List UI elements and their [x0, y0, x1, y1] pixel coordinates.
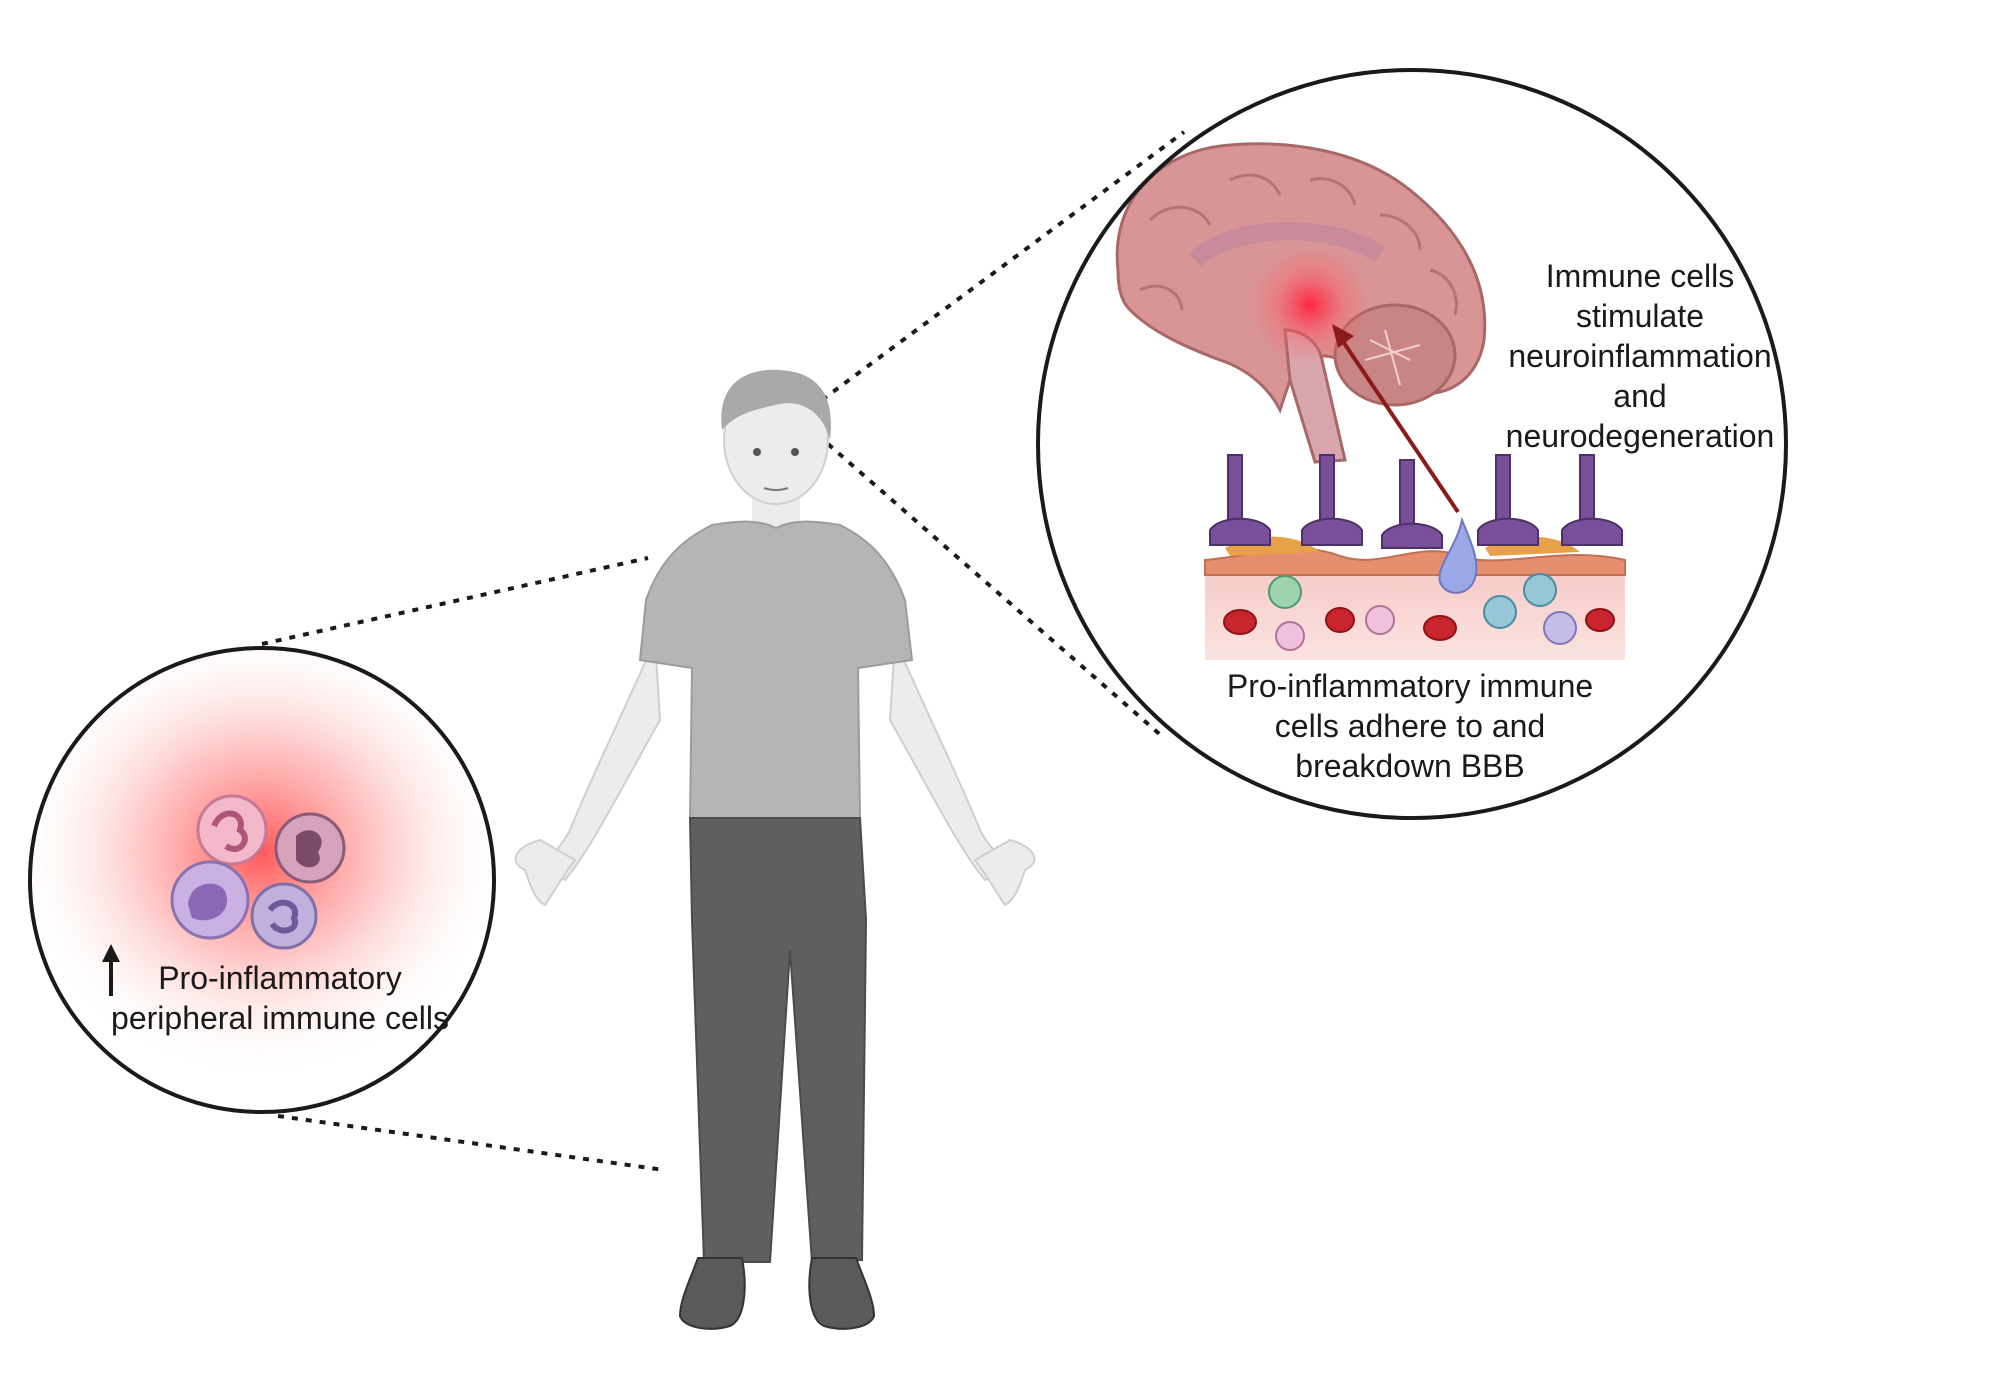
right-hand: [973, 838, 1036, 907]
label-bbb-line3: breakdown BBB: [1295, 748, 1525, 784]
label-neuroinflammation: Immune cells stimulate neuroinflammation…: [1480, 256, 1800, 456]
astrocyte-endfeet: [1209, 454, 1623, 549]
connector-line-periph-bottom: [277, 1114, 665, 1172]
shirt: [638, 520, 914, 829]
stimulation-arrow: [1332, 324, 1460, 514]
brain-icon: [1115, 142, 1487, 464]
inflammation-glow: [1250, 245, 1370, 365]
t-cell-icon: [1268, 573, 1577, 651]
label-peripheral-line2: peripheral immune cells: [111, 1000, 449, 1036]
label-peripheral-immune-cells: Pro-inflammatory peripheral immune cells: [80, 958, 480, 1038]
label-neuro-line3: neuroinflammation: [1508, 338, 1772, 374]
right-shoe: [808, 1257, 876, 1330]
label-bbb-line2: cells adhere to and: [1274, 708, 1546, 744]
connector-lines: [261, 130, 1186, 1172]
label-neuro-line5: neurodegeneration: [1505, 418, 1775, 454]
label-neuro-line4: and: [1613, 378, 1667, 414]
lymphocyte-icon: [250, 882, 318, 950]
basophil-icon: [274, 812, 346, 884]
human-figure-icon: [514, 369, 1036, 1330]
left-arm: [538, 639, 662, 882]
mouth: [763, 487, 789, 491]
peripheral-zoom-circle: [28, 646, 496, 1114]
red-blood-cell-icon: [1223, 607, 1615, 641]
connector-line-periph-top: [261, 556, 649, 646]
brain-zoom-circle: [1036, 68, 1788, 820]
left-eye: [753, 448, 761, 456]
left-shoe: [678, 1257, 746, 1330]
monocyte-icon: [170, 860, 250, 940]
neutrophil-icon: [196, 794, 268, 866]
hair: [721, 369, 831, 440]
bbb-vessel: [1204, 454, 1626, 660]
label-peripheral-line1: Pro-inflammatory: [158, 960, 402, 996]
label-neuro-line2: stimulate: [1575, 298, 1705, 334]
up-arrow-icon: [102, 944, 120, 996]
right-eye: [791, 448, 799, 456]
pants: [688, 817, 868, 1264]
connector-line-brain-bottom: [826, 442, 1166, 740]
migrating-immune-cell: [1438, 516, 1478, 594]
label-bbb-breakdown: Pro-inflammatory immune cells adhere to …: [1180, 666, 1640, 786]
label-bbb-line1: Pro-inflammatory immune: [1226, 668, 1594, 704]
connector-line-brain-top: [820, 130, 1186, 402]
right-arm: [888, 639, 1012, 882]
left-hand: [514, 838, 577, 907]
label-neuro-line1: Immune cells: [1545, 258, 1735, 294]
